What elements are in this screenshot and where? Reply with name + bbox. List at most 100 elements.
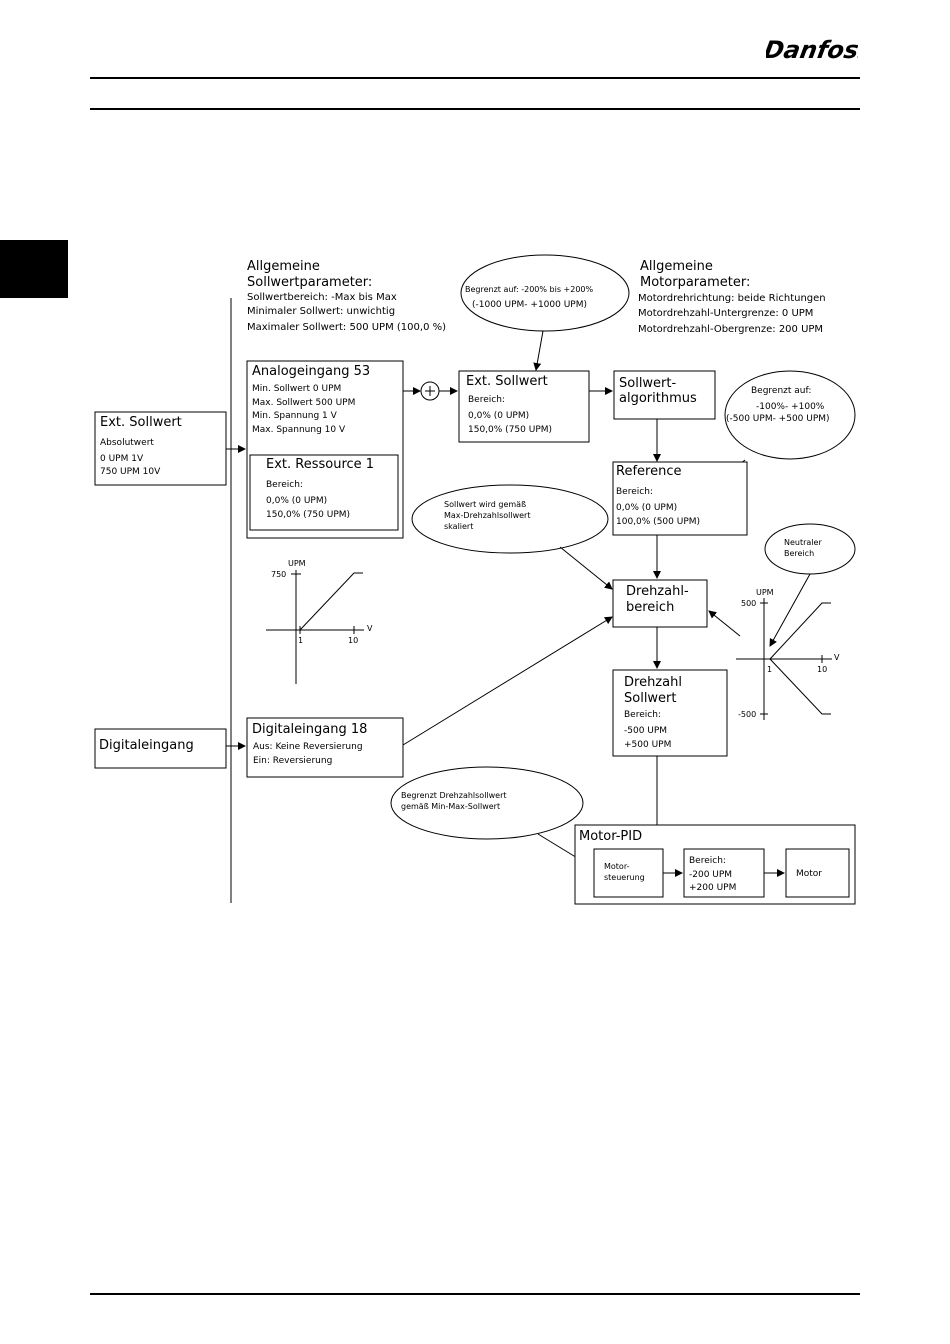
svg-text:0,0% (0 UPM): 0,0% (0 UPM) [616, 503, 677, 513]
svg-text:Ein: Reversierung: Ein: Reversierung [253, 756, 332, 766]
svg-text:Absolutwert: Absolutwert [100, 438, 154, 448]
svg-text:Max-Drehzahlsollwert: Max-Drehzahlsollwert [444, 511, 530, 520]
sum-node [420, 381, 440, 401]
svg-text:Maximaler Sollwert: 500 UPM (1: Maximaler Sollwert: 500 UPM (100,0 %) [247, 322, 446, 333]
svg-text:UPM: UPM [756, 588, 774, 597]
bubble-neutral: Neutraler Bereich [764, 523, 856, 575]
svg-text:steuerung: steuerung [604, 873, 645, 882]
chapter-tab [0, 240, 68, 298]
danfoss-logo: Danfoss [766, 36, 858, 64]
svg-text:Reference: Reference [616, 464, 681, 479]
svg-text:Bereich:: Bereich: [616, 487, 653, 497]
svg-text:Allgemeine: Allgemeine [247, 259, 320, 274]
motor-control-box [593, 848, 664, 898]
svg-text:Bereich:: Bereich: [266, 480, 303, 490]
svg-text:Begrenzt Drehzahlsollwert: Begrenzt Drehzahlsollwert [401, 791, 507, 800]
svg-text:Digitaleingang 18: Digitaleingang 18 [252, 722, 367, 737]
bubble-min-max: Begrenzt Drehzahlsollwert gemäß Min-Max-… [390, 766, 584, 840]
svg-text:Motor-: Motor- [604, 862, 630, 871]
svg-text:Allgemeine: Allgemeine [640, 259, 713, 274]
svg-text:+500 UPM: +500 UPM [624, 740, 671, 750]
svg-text:Motor: Motor [796, 869, 822, 879]
speed-range-box: Drehzahl- bereich [612, 579, 708, 628]
svg-text:750 UPM 10V: 750 UPM 10V [100, 467, 161, 477]
reference-box: Reference Bereich: 0,0% (0 UPM) 100,0% (… [612, 461, 748, 536]
motor-box [785, 848, 850, 898]
svg-text:Neutraler: Neutraler [784, 538, 822, 547]
svg-text:Ext. Ressource 1: Ext. Ressource 1 [266, 457, 374, 472]
ext-sollwert-input-box: Ext. Sollwert Absolutwert 0 UPM 1V 750 U… [94, 411, 227, 486]
svg-text:150,0% (750 UPM): 150,0% (750 UPM) [468, 425, 552, 435]
svg-text:-500 UPM: -500 UPM [624, 726, 667, 736]
svg-text:(-500 UPM- +500 UPM): (-500 UPM- +500 UPM) [726, 414, 830, 424]
svg-text:Aus: Keine Reversierung: Aus: Keine Reversierung [253, 742, 363, 752]
svg-text:Max. Sollwert 500 UPM: Max. Sollwert 500 UPM [252, 398, 355, 408]
svg-text:Sollwertparameter:: Sollwertparameter: [247, 275, 372, 290]
svg-text:gemäß Min-Max-Sollwert: gemäß Min-Max-Sollwert [401, 802, 500, 811]
svg-text:Bereich:: Bereich: [624, 710, 661, 720]
svg-text:Bereich:: Bereich: [468, 395, 505, 405]
svg-text:Motorparameter:: Motorparameter: [640, 275, 750, 290]
svg-text:Drehzahl: Drehzahl [624, 675, 682, 690]
svg-text:Sollwert: Sollwert [624, 691, 677, 706]
svg-text:Motordrehzahl-Obergrenze: 200: Motordrehzahl-Obergrenze: 200 UPM [638, 324, 823, 335]
svg-text:0,0% (0 UPM): 0,0% (0 UPM) [468, 411, 529, 421]
svg-text:1: 1 [767, 665, 772, 674]
bubble-limit-top: Begrenzt auf: -200% bis +200% (-1000 UPM… [460, 254, 630, 332]
svg-text:10: 10 [348, 636, 358, 645]
svg-text:500: 500 [741, 599, 756, 608]
svg-text:Bereich: Bereich [784, 549, 814, 558]
svg-text:UPM: UPM [288, 559, 306, 568]
svg-text:Begrenzt auf:: Begrenzt auf: [751, 386, 811, 396]
svg-text:Bereich:: Bereich: [689, 856, 726, 866]
svg-text:Sollwert-: Sollwert- [619, 376, 677, 391]
svg-text:150,0% (750 UPM): 150,0% (750 UPM) [266, 510, 350, 520]
svg-text:-100%- +100%: -100%- +100% [756, 402, 825, 412]
svg-text:Sollwertbereich: -Max bis Max: Sollwertbereich: -Max bis Max [247, 292, 397, 303]
svg-text:Minimaler Sollwert: unwichtig: Minimaler Sollwert: unwichtig [247, 306, 395, 317]
svg-text:1: 1 [298, 636, 303, 645]
graph-analog-scaling: UPM 750 V 1 10 [266, 559, 373, 684]
svg-text:algorithmus: algorithmus [619, 391, 697, 406]
svg-text:10: 10 [817, 665, 827, 674]
svg-text:Ext. Sollwert: Ext. Sollwert [466, 374, 548, 389]
svg-text:-500: -500 [738, 710, 756, 719]
bubble-limit-right: Begrenzt auf: -100%- +100% (-500 UPM- +5… [724, 370, 856, 460]
general-motor-parameters: Allgemeine Motorparameter: Motordrehrich… [638, 259, 826, 335]
general-reference-parameters: Allgemeine Sollwertparameter: Sollwertbe… [247, 259, 446, 333]
svg-text:750: 750 [271, 570, 286, 579]
svg-text:skaliert: skaliert [444, 522, 473, 531]
svg-text:Digitaleingang: Digitaleingang [99, 738, 194, 753]
bubble-scaled: Sollwert wird gemäß Max-Drehzahlsollwert… [411, 484, 609, 554]
svg-text:Begrenzt auf: -200% bis +200%: Begrenzt auf: -200% bis +200% [465, 285, 594, 294]
header-rule-bottom [90, 108, 860, 110]
svg-text:Motordrehrichtung: beide Richt: Motordrehrichtung: beide Richtungen [638, 293, 826, 304]
svg-text:Drehzahl-: Drehzahl- [626, 584, 689, 599]
svg-text:100,0% (500 UPM): 100,0% (500 UPM) [616, 517, 700, 527]
svg-text:Motordrehzahl-Untergrenze: 0 U: Motordrehzahl-Untergrenze: 0 UPM [638, 308, 813, 319]
svg-text:0,0% (0 UPM): 0,0% (0 UPM) [266, 496, 327, 506]
arrow-input-18-to-speed-range [402, 616, 613, 746]
ext-sollwert-range-box: Ext. Sollwert Bereich: 0,0% (0 UPM) 150,… [458, 370, 590, 443]
svg-text:Ext. Sollwert: Ext. Sollwert [100, 415, 182, 430]
header-rule-top [90, 77, 860, 79]
digital-input-box: Digitaleingang [94, 728, 227, 769]
arrow-bubble-scaled-to-speed-range [559, 546, 613, 590]
svg-text:Min. Sollwert 0 UPM: Min. Sollwert 0 UPM [252, 384, 341, 394]
svg-text:Sollwert wird gemäß: Sollwert wird gemäß [444, 500, 526, 509]
svg-text:Min. Spannung 1 V: Min. Spannung 1 V [252, 411, 338, 421]
footer-rule [90, 1293, 860, 1295]
svg-text:Max. Spannung 10 V: Max. Spannung 10 V [252, 425, 346, 435]
digital-input-18-box: Digitaleingang 18 Aus: Keine Reversierun… [246, 717, 404, 778]
motor-range-box [683, 848, 765, 898]
reference-algorithm-box: Sollwert- algorithmus [613, 370, 716, 420]
svg-text:V: V [834, 653, 840, 662]
motor-pid-box: Motor-PID Motor- steuerung Bereich: -200… [574, 824, 856, 905]
svg-text:+200 UPM: +200 UPM [689, 883, 736, 893]
svg-text:V: V [367, 624, 373, 633]
arrow-bubble-neutral-to-graph [769, 573, 811, 647]
svg-text:-200 UPM: -200 UPM [689, 870, 732, 880]
svg-text:(-1000 UPM- +1000 UPM): (-1000 UPM- +1000 UPM) [472, 300, 587, 310]
arrow-bubble-top-to-ext-sollwert [533, 330, 544, 371]
ext-resource-1-box: Ext. Ressource 1 Bereich: 0,0% (0 UPM) 1… [249, 454, 399, 531]
